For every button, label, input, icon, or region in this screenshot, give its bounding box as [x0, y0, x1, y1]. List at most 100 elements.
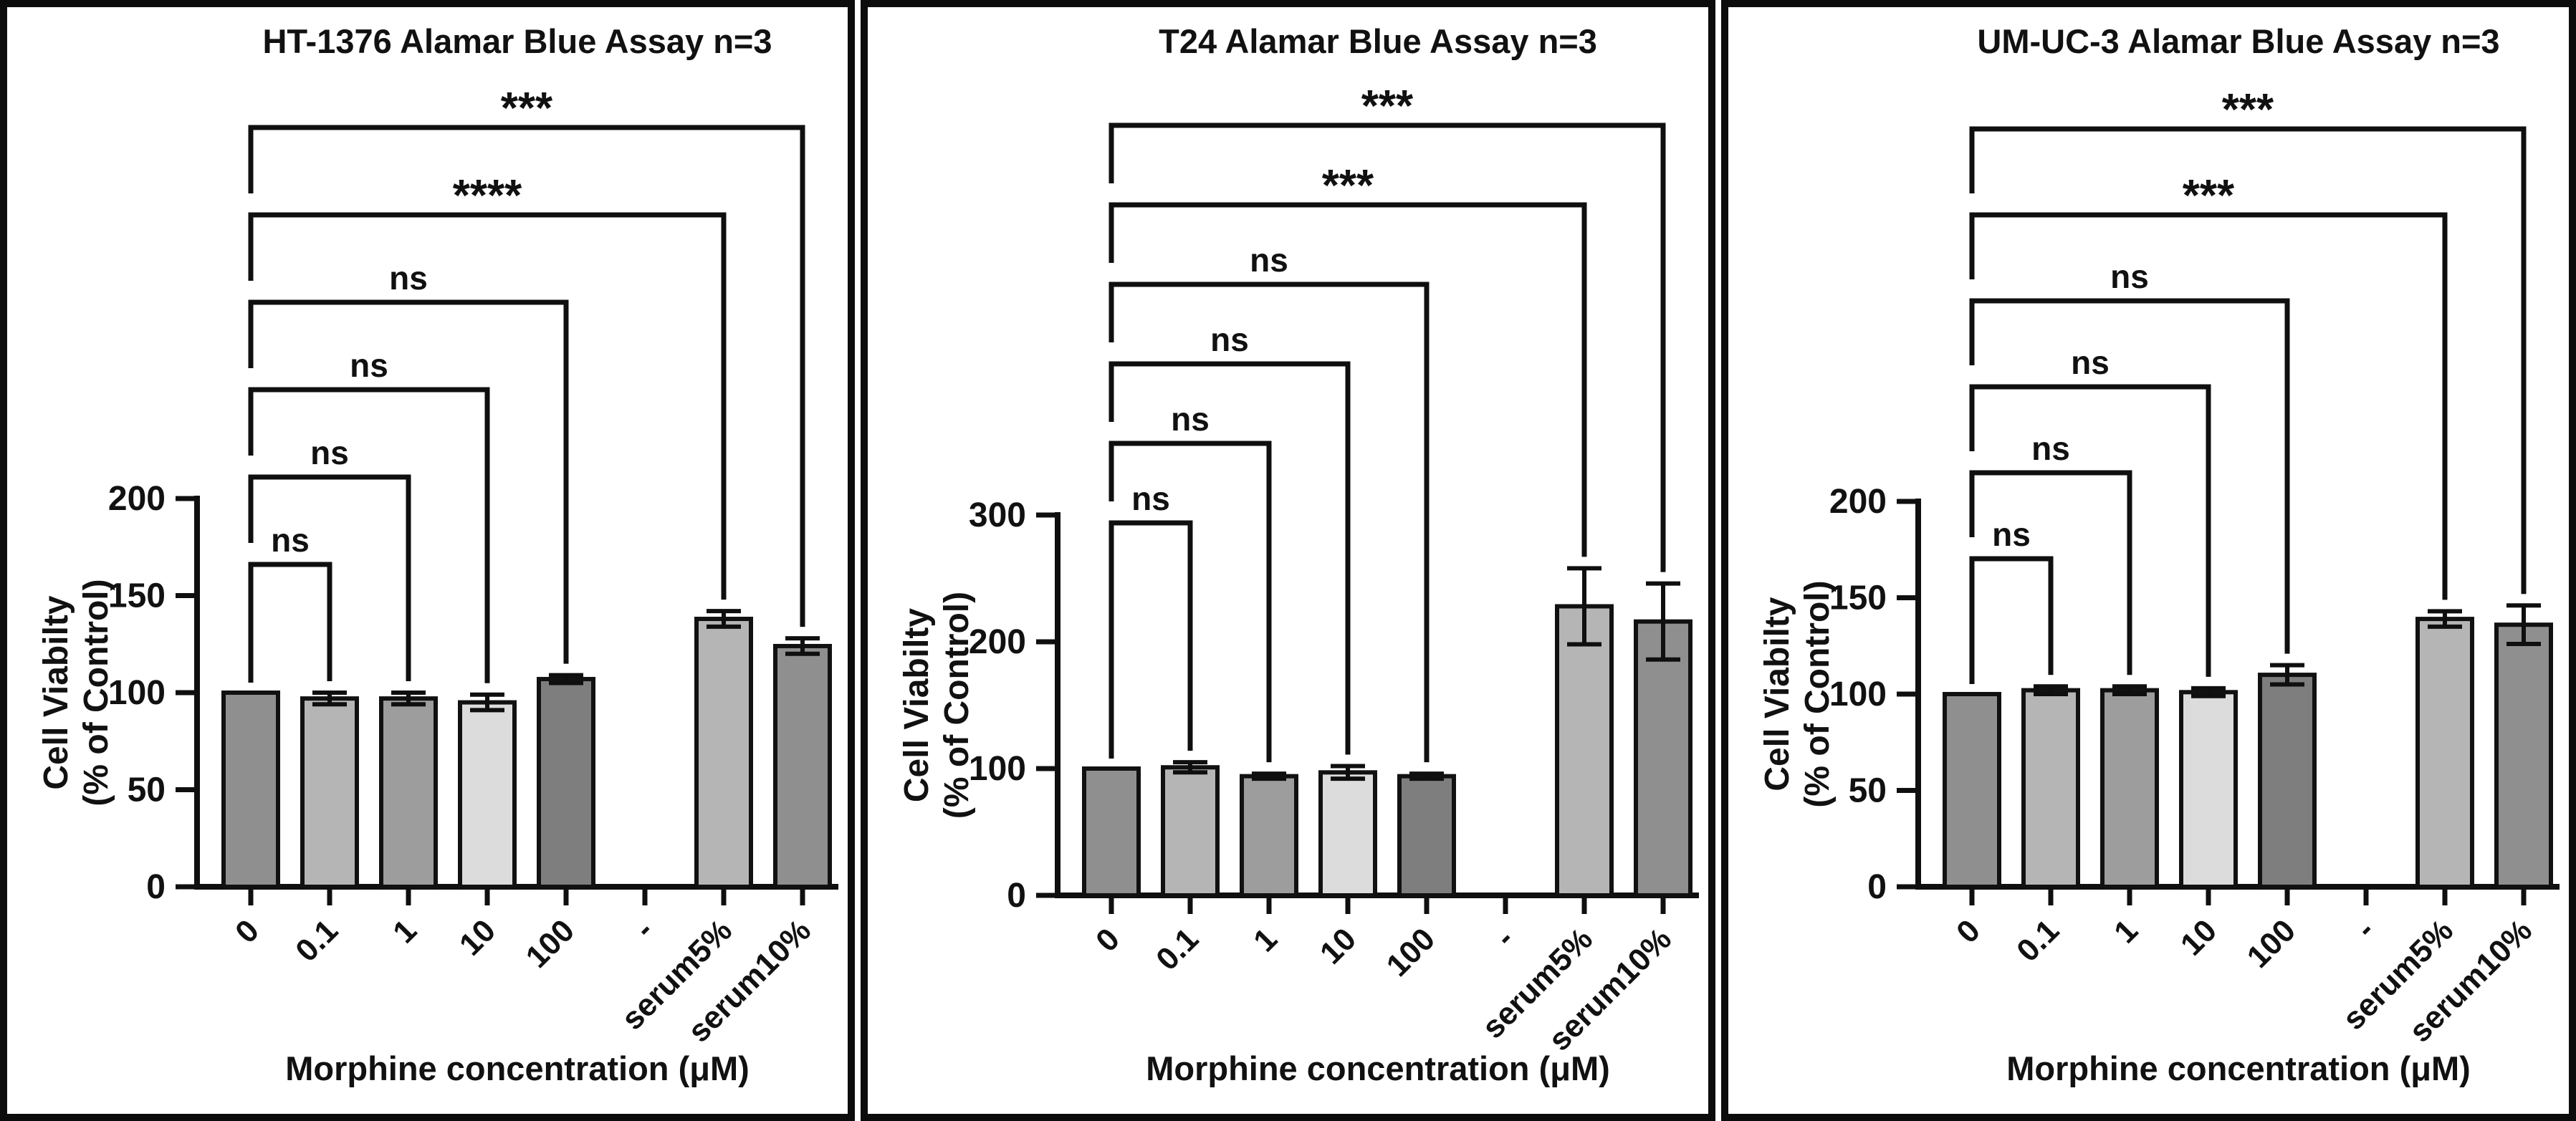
chart-title: T24 Alamar Blue Assay n=3	[1159, 22, 1597, 60]
x-axis-title: Morphine concentration (μM)	[285, 1049, 750, 1087]
sig-bracket-0-vs-10	[1969, 384, 2211, 677]
sig-label-0-vs-serum5%: ****	[453, 171, 522, 221]
bar-10	[2179, 690, 2238, 889]
sig-bracket-0-vs-0.1	[1109, 520, 1193, 759]
sig-bracket-0-vs-serum5%	[1969, 212, 2448, 600]
sig-bracket-0-vs-serum10%	[1969, 126, 2527, 595]
sig-bracket-0-vs-0.1	[248, 562, 332, 683]
sig-label-0-vs-1: ns	[310, 434, 349, 471]
bar-100	[2258, 673, 2317, 889]
x-tick-label-100: 100	[2241, 913, 2303, 975]
bar-serum10%	[1634, 619, 1692, 898]
bar-100	[1397, 774, 1456, 898]
x-tick-label-0: 0	[229, 913, 266, 950]
y-tick-label: 0	[1007, 877, 1026, 915]
bar-serum5%	[694, 617, 753, 890]
bar-0.1	[1161, 765, 1220, 898]
bar-10	[458, 700, 517, 889]
bar-1	[1240, 774, 1298, 898]
x-axis-title: Morphine concentration (μM)	[1146, 1049, 1610, 1087]
y-axis-title-line1: Cell Viabilty	[1758, 597, 1796, 792]
sig-bracket-0-vs-0.1	[1969, 556, 2054, 684]
bar-0	[1943, 692, 2001, 889]
sig-label-0-vs-10: ns	[350, 347, 388, 384]
sig-bracket-0-vs-serum10%	[248, 125, 805, 627]
bar-0	[1082, 766, 1141, 898]
y-axis-title-line1: Cell Viabilty	[37, 595, 75, 790]
y-tick-label: 200	[1829, 483, 1887, 521]
y-tick-label: 100	[108, 674, 166, 712]
chart-svg-3: UM-UC-3 Alamar Blue Assay n=305010015020…	[1758, 22, 2560, 1087]
y-tick-label: 0	[1867, 868, 1887, 906]
bar-10	[1318, 770, 1377, 898]
x-axis-title: Morphine concentration (μM)	[2006, 1049, 2471, 1087]
x-tick-label-0.1: 0.1	[2010, 913, 2066, 968]
sig-label-0-vs-serum10%: ***	[1361, 82, 1414, 131]
chart-svg-1: HT-1376 Alamar Blue Assay n=305010015020…	[37, 22, 838, 1087]
bar-serum10%	[773, 643, 832, 890]
sig-bracket-0-vs-1	[248, 474, 411, 681]
x-tick-label-0: 0	[1089, 921, 1126, 958]
sig-label-0-vs-10: ns	[2071, 344, 2110, 381]
y-axis-title-line2: (% of Control)	[77, 579, 115, 806]
x-tick-label--: -	[628, 913, 660, 945]
y-axis-title-line2: (% of Control)	[938, 592, 976, 819]
bar-serum5%	[2415, 617, 2474, 890]
bar-1	[379, 696, 438, 889]
sig-bracket-0-vs-10	[1109, 361, 1351, 755]
sig-label-0-vs-serum5%: ***	[1322, 161, 1374, 211]
y-tick-label: 50	[128, 771, 166, 809]
y-tick-label: 150	[1829, 579, 1887, 617]
sig-bracket-0-vs-10	[248, 387, 490, 683]
sig-bracket-0-vs-100	[1969, 298, 2290, 654]
y-tick-label: 200	[969, 623, 1026, 661]
y-tick-label: 100	[969, 750, 1026, 788]
sig-bracket-0-vs-serum5%	[248, 212, 727, 600]
sig-bracket-0-vs-1	[1969, 470, 2132, 675]
x-tick-label-0.1: 0.1	[1149, 921, 1205, 977]
x-tick-label-10: 10	[453, 913, 502, 962]
sig-label-0-vs-1: ns	[1171, 400, 1210, 438]
sig-bracket-0-vs-100	[1109, 282, 1430, 763]
sig-label-0-vs-1: ns	[2031, 430, 2070, 467]
sig-label-0-vs-0.1: ns	[1131, 480, 1170, 517]
sig-bracket-0-vs-100	[248, 299, 569, 664]
x-tick-label-100: 100	[519, 913, 582, 975]
y-axis-title-line2: (% of Control)	[1799, 580, 1837, 807]
y-tick-label: 300	[969, 496, 1026, 534]
x-tick-label-1: 1	[1247, 921, 1284, 958]
y-axis-title-line1: Cell Viabilty	[898, 608, 936, 803]
y-tick-label: 200	[108, 480, 166, 518]
sig-label-0-vs-0.1: ns	[1992, 516, 2031, 553]
sig-label-0-vs-0.1: ns	[271, 521, 310, 559]
x-tick-label-10: 10	[2174, 913, 2223, 962]
sig-bracket-0-vs-serum10%	[1109, 122, 1666, 572]
sig-bracket-0-vs-serum5%	[1109, 202, 1587, 557]
bar-100	[537, 677, 595, 890]
x-tick-label-100: 100	[1380, 921, 1442, 983]
sig-label-0-vs-100: ns	[2110, 258, 2149, 295]
y-tick-label: 50	[1849, 772, 1887, 810]
x-tick-label-1: 1	[386, 913, 423, 950]
y-tick-label: 150	[108, 577, 166, 615]
x-tick-label-0.1: 0.1	[289, 913, 345, 968]
chart-title: UM-UC-3 Alamar Blue Assay n=3	[1977, 22, 2499, 60]
y-tick-label: 100	[1829, 675, 1887, 713]
chart-title: HT-1376 Alamar Blue Assay n=3	[262, 22, 772, 60]
x-tick-label--: -	[2349, 913, 2381, 945]
bar-0.1	[2021, 688, 2080, 889]
y-tick-label: 0	[146, 868, 166, 906]
bar-1	[2100, 688, 2159, 889]
x-tick-label-0: 0	[1950, 913, 1987, 950]
sig-label-0-vs-100: ns	[389, 259, 428, 297]
sig-label-0-vs-serum10%: ***	[2222, 85, 2274, 135]
bar-serum5%	[1555, 604, 1614, 898]
sig-label-0-vs-10: ns	[1210, 321, 1249, 358]
sig-label-0-vs-serum10%: ***	[501, 84, 553, 133]
x-tick-label-10: 10	[1313, 921, 1363, 971]
x-tick-label-1: 1	[2107, 913, 2145, 950]
